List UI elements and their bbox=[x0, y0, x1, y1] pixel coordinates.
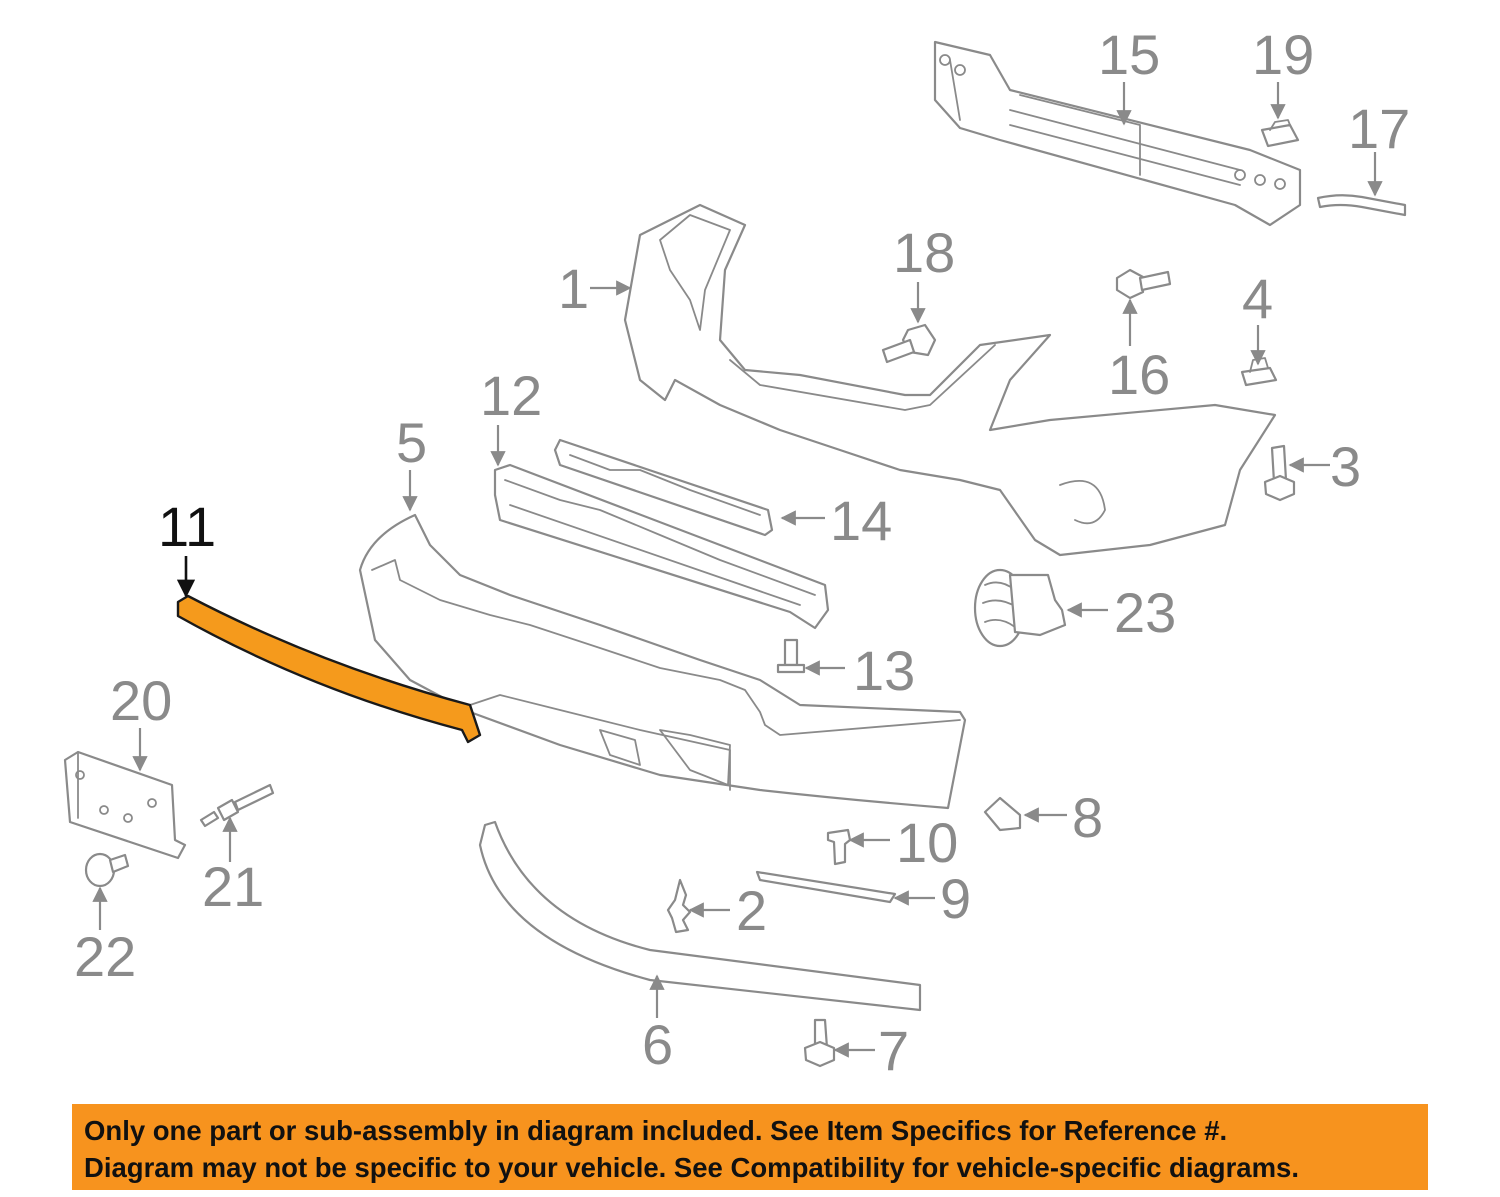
part-7-bolt bbox=[803, 1018, 836, 1068]
part-8-bracket bbox=[983, 796, 1022, 832]
callout-17: 17 bbox=[1348, 97, 1410, 160]
disclaimer-banner: Only one part or sub-assembly in diagram… bbox=[72, 1104, 1428, 1190]
callout-10: 10 bbox=[896, 811, 958, 874]
disclaimer-line-2: Diagram may not be specific to your vehi… bbox=[84, 1152, 1299, 1183]
part-5-lower-fascia bbox=[358, 513, 967, 810]
part-18-bolt bbox=[881, 323, 937, 364]
leader-lines bbox=[92, 82, 1383, 1058]
callout-1: 1 bbox=[558, 257, 589, 320]
callout-22: 22 bbox=[74, 925, 136, 988]
callout-9: 9 bbox=[940, 867, 971, 930]
callout-23: 23 bbox=[1114, 581, 1176, 644]
part-12-bracket bbox=[493, 463, 830, 630]
part-13-pin bbox=[776, 638, 806, 674]
callout-18: 18 bbox=[893, 221, 955, 284]
callout-21: 21 bbox=[202, 855, 264, 918]
part-22-screw bbox=[84, 852, 130, 888]
part-14-absorber bbox=[553, 438, 774, 537]
callout-19: 19 bbox=[1252, 23, 1314, 86]
part-1-upper-fascia bbox=[623, 203, 1277, 557]
part-11-deflector bbox=[176, 594, 482, 744]
part-2-pin bbox=[666, 878, 692, 934]
callout-11: 11 bbox=[158, 495, 216, 558]
callout-12: 12 bbox=[480, 364, 542, 427]
callout-numbers: 15 19 17 1 18 16 4 3 12 5 14 23 13 11 20… bbox=[74, 23, 1410, 1082]
callout-3: 3 bbox=[1330, 435, 1361, 498]
callout-7: 7 bbox=[878, 1019, 909, 1082]
part-21-rivet bbox=[199, 783, 275, 828]
part-9-strip bbox=[755, 870, 897, 904]
callout-14: 14 bbox=[830, 489, 892, 552]
part-3-bolt bbox=[1263, 444, 1296, 502]
disclaimer-line-1: Only one part or sub-assembly in diagram… bbox=[84, 1115, 1228, 1146]
part-16-bolt bbox=[1115, 268, 1172, 300]
callout-16: 16 bbox=[1108, 343, 1170, 406]
part-6-air-deflector bbox=[478, 820, 922, 1012]
callout-15: 15 bbox=[1098, 23, 1160, 86]
part-4-retainer bbox=[1240, 357, 1278, 387]
part-19-clip bbox=[1260, 119, 1300, 148]
part-23-fog-lamp bbox=[973, 568, 1067, 648]
callout-5: 5 bbox=[396, 411, 427, 474]
part-10-pin bbox=[826, 828, 852, 866]
callout-13: 13 bbox=[853, 639, 915, 702]
part-20-license-bracket bbox=[63, 750, 187, 860]
callout-4: 4 bbox=[1242, 267, 1273, 330]
callout-8: 8 bbox=[1072, 786, 1103, 849]
callout-20: 20 bbox=[110, 669, 172, 732]
part-15-impact-bar bbox=[933, 40, 1302, 227]
part-17-pad bbox=[1316, 194, 1407, 217]
callout-6: 6 bbox=[642, 1013, 673, 1076]
callout-2: 2 bbox=[736, 879, 767, 942]
